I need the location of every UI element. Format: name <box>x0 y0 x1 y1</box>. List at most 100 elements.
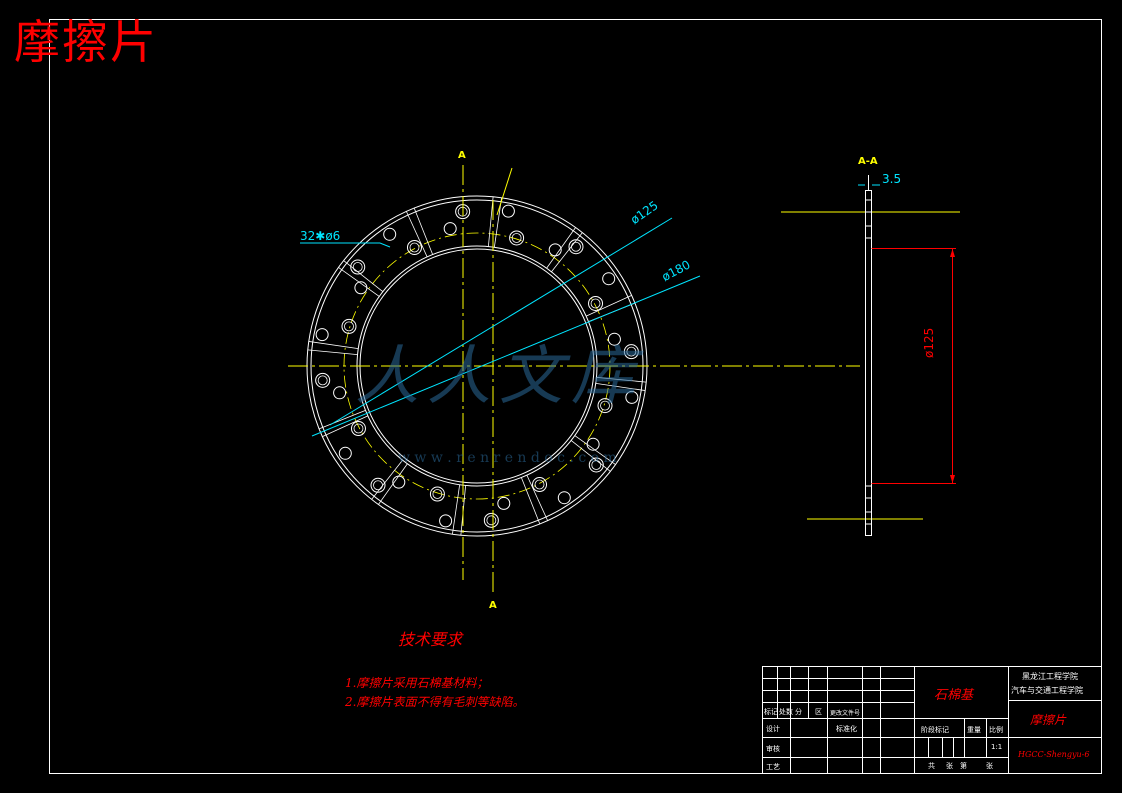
radial-groove-line <box>487 196 494 247</box>
rivet-counterbore <box>353 423 364 434</box>
rev-doc-label: 更改文件号 <box>830 710 861 717</box>
sheet-end-label: 张 <box>986 762 993 770</box>
radial-groove-line <box>371 459 403 500</box>
rivet-counterbore <box>486 515 497 526</box>
rivet-counterbore <box>590 298 601 309</box>
rev-count-label: 处数 <box>779 708 793 716</box>
rivet-hole <box>568 239 584 255</box>
rivet-hole <box>429 486 445 502</box>
rivet-counterbore <box>373 480 383 491</box>
rivet-hole <box>509 230 525 246</box>
radial-groove-line <box>413 207 434 255</box>
holes-leader-tip <box>379 242 391 248</box>
section-mark-top: A <box>458 150 466 161</box>
rivet-counterbore <box>511 233 522 243</box>
watermark-url: w w w . r e n r e n d o c . c o m <box>398 450 617 466</box>
leader-line <box>496 167 513 216</box>
part-name: 摩擦片 <box>1030 713 1067 727</box>
weight-label: 重量 <box>967 726 981 734</box>
rivet-hole <box>406 239 422 255</box>
review-label: 审核 <box>766 745 780 753</box>
rivet-counterbore <box>591 460 602 470</box>
radial-groove-line <box>343 260 384 292</box>
rivet-counterbore <box>344 321 354 332</box>
rivet-hole <box>392 475 406 489</box>
scale-label: 比例 <box>989 726 1003 734</box>
rivet-hole <box>586 437 600 451</box>
thickness-dimension: 3.5 <box>882 172 902 186</box>
friction-disc-front-view <box>288 165 860 595</box>
rivet-hole <box>501 204 515 218</box>
radial-groove-line <box>585 294 632 317</box>
tech-requirement-1: 1.摩擦片采用石棉基材料； <box>345 676 489 690</box>
total-label: 共 <box>928 762 935 770</box>
rivet-hole <box>532 477 548 493</box>
tech-requirement-2: 2.摩擦片表面不得有毛刺等缺陷。 <box>345 695 525 709</box>
radial-groove-line <box>452 484 461 535</box>
material-text: 石棉基 <box>934 688 974 703</box>
d125-leader <box>329 217 673 426</box>
rivet-hole <box>623 344 639 360</box>
rivet-counterbore <box>534 479 545 490</box>
rivet-hole <box>383 227 397 241</box>
rivet-hole <box>350 259 366 275</box>
rivet-hole <box>607 332 621 346</box>
title-block <box>762 666 1102 774</box>
process-label: 工艺 <box>766 763 780 771</box>
scale-value: 1:1 <box>991 743 1003 751</box>
radial-groove-line <box>322 415 369 438</box>
d180-leader <box>311 275 701 437</box>
rivet-hole <box>588 457 604 473</box>
rivet-hole <box>341 318 357 334</box>
radial-groove-line <box>318 409 366 430</box>
stage-label: 阶段标记 <box>921 726 949 734</box>
section-view <box>781 175 960 536</box>
school-line-2: 汽车与交通工程学院 <box>1011 686 1083 695</box>
rivet-counterbore <box>352 262 363 272</box>
rivet-hole <box>597 398 613 414</box>
rivet-counterbore <box>571 241 581 252</box>
drawing-title: 摩擦片 <box>14 15 158 69</box>
drawing-frame <box>49 19 1102 774</box>
section-mark-bottom: A <box>489 600 497 611</box>
rivet-hole <box>625 390 639 404</box>
rivet-counterbore <box>409 242 420 253</box>
rivet-hole <box>588 295 604 311</box>
rivet-hole <box>333 386 347 400</box>
rivet-hole <box>483 512 499 528</box>
sheets-label: 张 <box>946 762 953 770</box>
rivet-hole <box>370 477 386 493</box>
rivet-hole <box>557 491 571 505</box>
rivet-hole <box>338 446 352 460</box>
section-view-label: A-A <box>858 156 878 167</box>
sheet-label: 第 <box>960 762 967 770</box>
radial-groove-line <box>526 474 549 521</box>
rivet-hole <box>350 421 366 437</box>
rivet-counterbore <box>600 400 610 411</box>
drawing-number: HGCC-Shengyu-6 <box>1018 750 1090 759</box>
holes-dimension: 32✱ø6 <box>300 229 341 243</box>
d125-vertical-dimension: ø125 <box>922 327 936 358</box>
radial-groove-line <box>570 440 611 472</box>
watermark-text: 人人文库 <box>355 340 643 414</box>
radial-groove-line <box>596 376 647 383</box>
design-label: 设计 <box>766 725 780 733</box>
rev-mark-label: 标记 <box>764 708 778 716</box>
rivet-counterbore <box>432 489 443 499</box>
rev-area-label: 区 <box>815 708 822 716</box>
rivet-hole <box>548 243 562 257</box>
standard-label: 标准化 <box>836 725 857 733</box>
tech-requirements-title: 技术要求 <box>398 630 463 649</box>
rev-zone-label: 分 <box>795 708 802 716</box>
rivet-hole <box>354 281 368 295</box>
radial-groove-line <box>551 232 583 273</box>
rivet-hole <box>497 496 511 510</box>
rivet-hole <box>602 272 616 286</box>
radial-groove-line <box>520 477 541 525</box>
radial-groove-line <box>308 341 359 350</box>
school-line-1: 黑龙江工程学院 <box>1022 672 1078 681</box>
rivet-hole <box>439 514 453 528</box>
rivet-counterbore <box>626 346 637 357</box>
radial-groove-line <box>307 349 358 356</box>
